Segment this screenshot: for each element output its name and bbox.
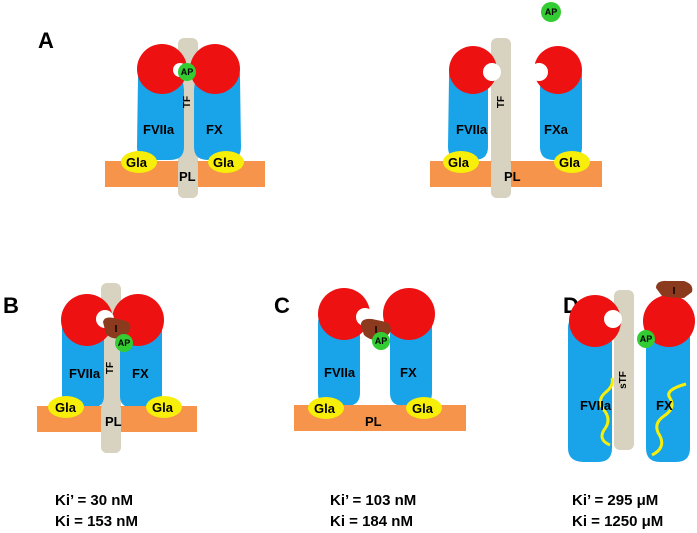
complex-a-right: AP TF FVIIa FXa Gla Gla PL (430, 2, 602, 198)
gla-label-right: Gla (213, 155, 235, 170)
inhibitor-label: I (673, 286, 676, 297)
ap-label: AP (640, 334, 653, 344)
tf-rod-lower (491, 158, 511, 198)
gla-label-left: Gla (448, 155, 470, 170)
fx-protease-domain (383, 288, 435, 340)
fx-protease-domain (643, 295, 695, 347)
gla-domain-fx (208, 151, 244, 173)
gla-domain-fviia (443, 151, 479, 173)
panel-label-c: C (274, 293, 290, 318)
ap-label: AP (375, 336, 388, 346)
active-site-pocket (604, 310, 622, 328)
fxa-protease-domain (534, 46, 582, 94)
pl-label: PL (105, 414, 122, 429)
ki-prime-d: Ki’ = 295 μM (572, 492, 658, 509)
inhibitor-label: I (115, 324, 118, 335)
ki-d: Ki = 1250 μM (572, 513, 663, 530)
stf-label: sTF (618, 371, 629, 389)
active-site-pocket-fxa (530, 63, 548, 81)
ap-peptide-released (541, 2, 561, 22)
complex-a-left: AP TF FVIIa FX Gla Gla PL (105, 38, 265, 198)
gla-domain-fxa (554, 151, 590, 173)
pl-label: PL (179, 169, 196, 184)
gla-label-left: Gla (55, 400, 77, 415)
fx-label: FX (656, 398, 673, 413)
inhibitor-label: I (375, 325, 378, 336)
fviia-label: FVIIa (324, 365, 356, 380)
gla-domain-fx (406, 397, 442, 419)
fviia-protease-domain (569, 295, 621, 347)
gla-label-right: Gla (152, 400, 174, 415)
tf-rod-lower (178, 158, 198, 198)
ki-c: Ki = 184 nM (330, 513, 413, 530)
gla-domain-fviia (121, 151, 157, 173)
gla-domain-fviia (48, 396, 84, 418)
ap-peptide (178, 63, 196, 81)
inhibitor (103, 317, 131, 339)
fx-protease-domain (190, 44, 240, 94)
tf-rod-lower (101, 403, 121, 453)
tf-label: TF (105, 362, 116, 374)
panel-label-a: A (38, 28, 54, 53)
fx-label: FX (400, 365, 417, 380)
tf-label: TF (496, 96, 507, 108)
active-site-pocket (483, 63, 501, 81)
fviia-protease-domain (449, 46, 497, 94)
gla-label-left: Gla (126, 155, 148, 170)
fviia-protease-domain (61, 294, 113, 346)
fviia-label: FVIIa (69, 366, 101, 381)
ap-peptide (637, 330, 655, 348)
ap-peptide (372, 332, 390, 350)
gla-label-left: Gla (314, 401, 336, 416)
ap-label: AP (118, 338, 131, 348)
fviia-label: FVIIa (456, 122, 488, 137)
gla-label-right: Gla (559, 155, 581, 170)
fviia-label: FVIIa (143, 122, 175, 137)
inhibitor-free (656, 280, 693, 298)
fviia-body (567, 312, 612, 462)
gla-domain-fviia-unbound (599, 377, 614, 447)
fviia-protease-domain (137, 44, 187, 94)
complex-c: I AP FVIIa FX Gla Gla PL (294, 288, 466, 431)
fx-label: FX (206, 122, 223, 137)
tf-label: TF (182, 96, 193, 108)
ap-label: AP (181, 67, 194, 77)
complex-d: I AP sTF FVIIa FX (567, 280, 695, 462)
ap-peptide (115, 334, 133, 352)
panel-label-b: B (3, 293, 19, 318)
ki-prime-c: Ki’ = 103 nM (330, 492, 416, 509)
fx-label: FX (132, 366, 149, 381)
gla-domain-fviia (308, 397, 344, 419)
gla-domain-fx-unbound (651, 382, 687, 457)
complex-b: I AP TF FVIIa FX Gla Gla PL (37, 283, 197, 453)
gla-label-right: Gla (412, 401, 434, 416)
pl-label: PL (504, 169, 521, 184)
fxa-label: FXa (544, 122, 569, 137)
gla-domain-fx (146, 396, 182, 418)
ki-prime-b: Ki’ = 30 nM (55, 492, 133, 509)
pl-label: PL (365, 414, 382, 429)
fviia-label: FVIIa (580, 398, 612, 413)
fviia-protease-domain (318, 288, 370, 340)
ap-label: AP (545, 7, 558, 17)
ki-b: Ki = 153 nM (55, 513, 138, 530)
